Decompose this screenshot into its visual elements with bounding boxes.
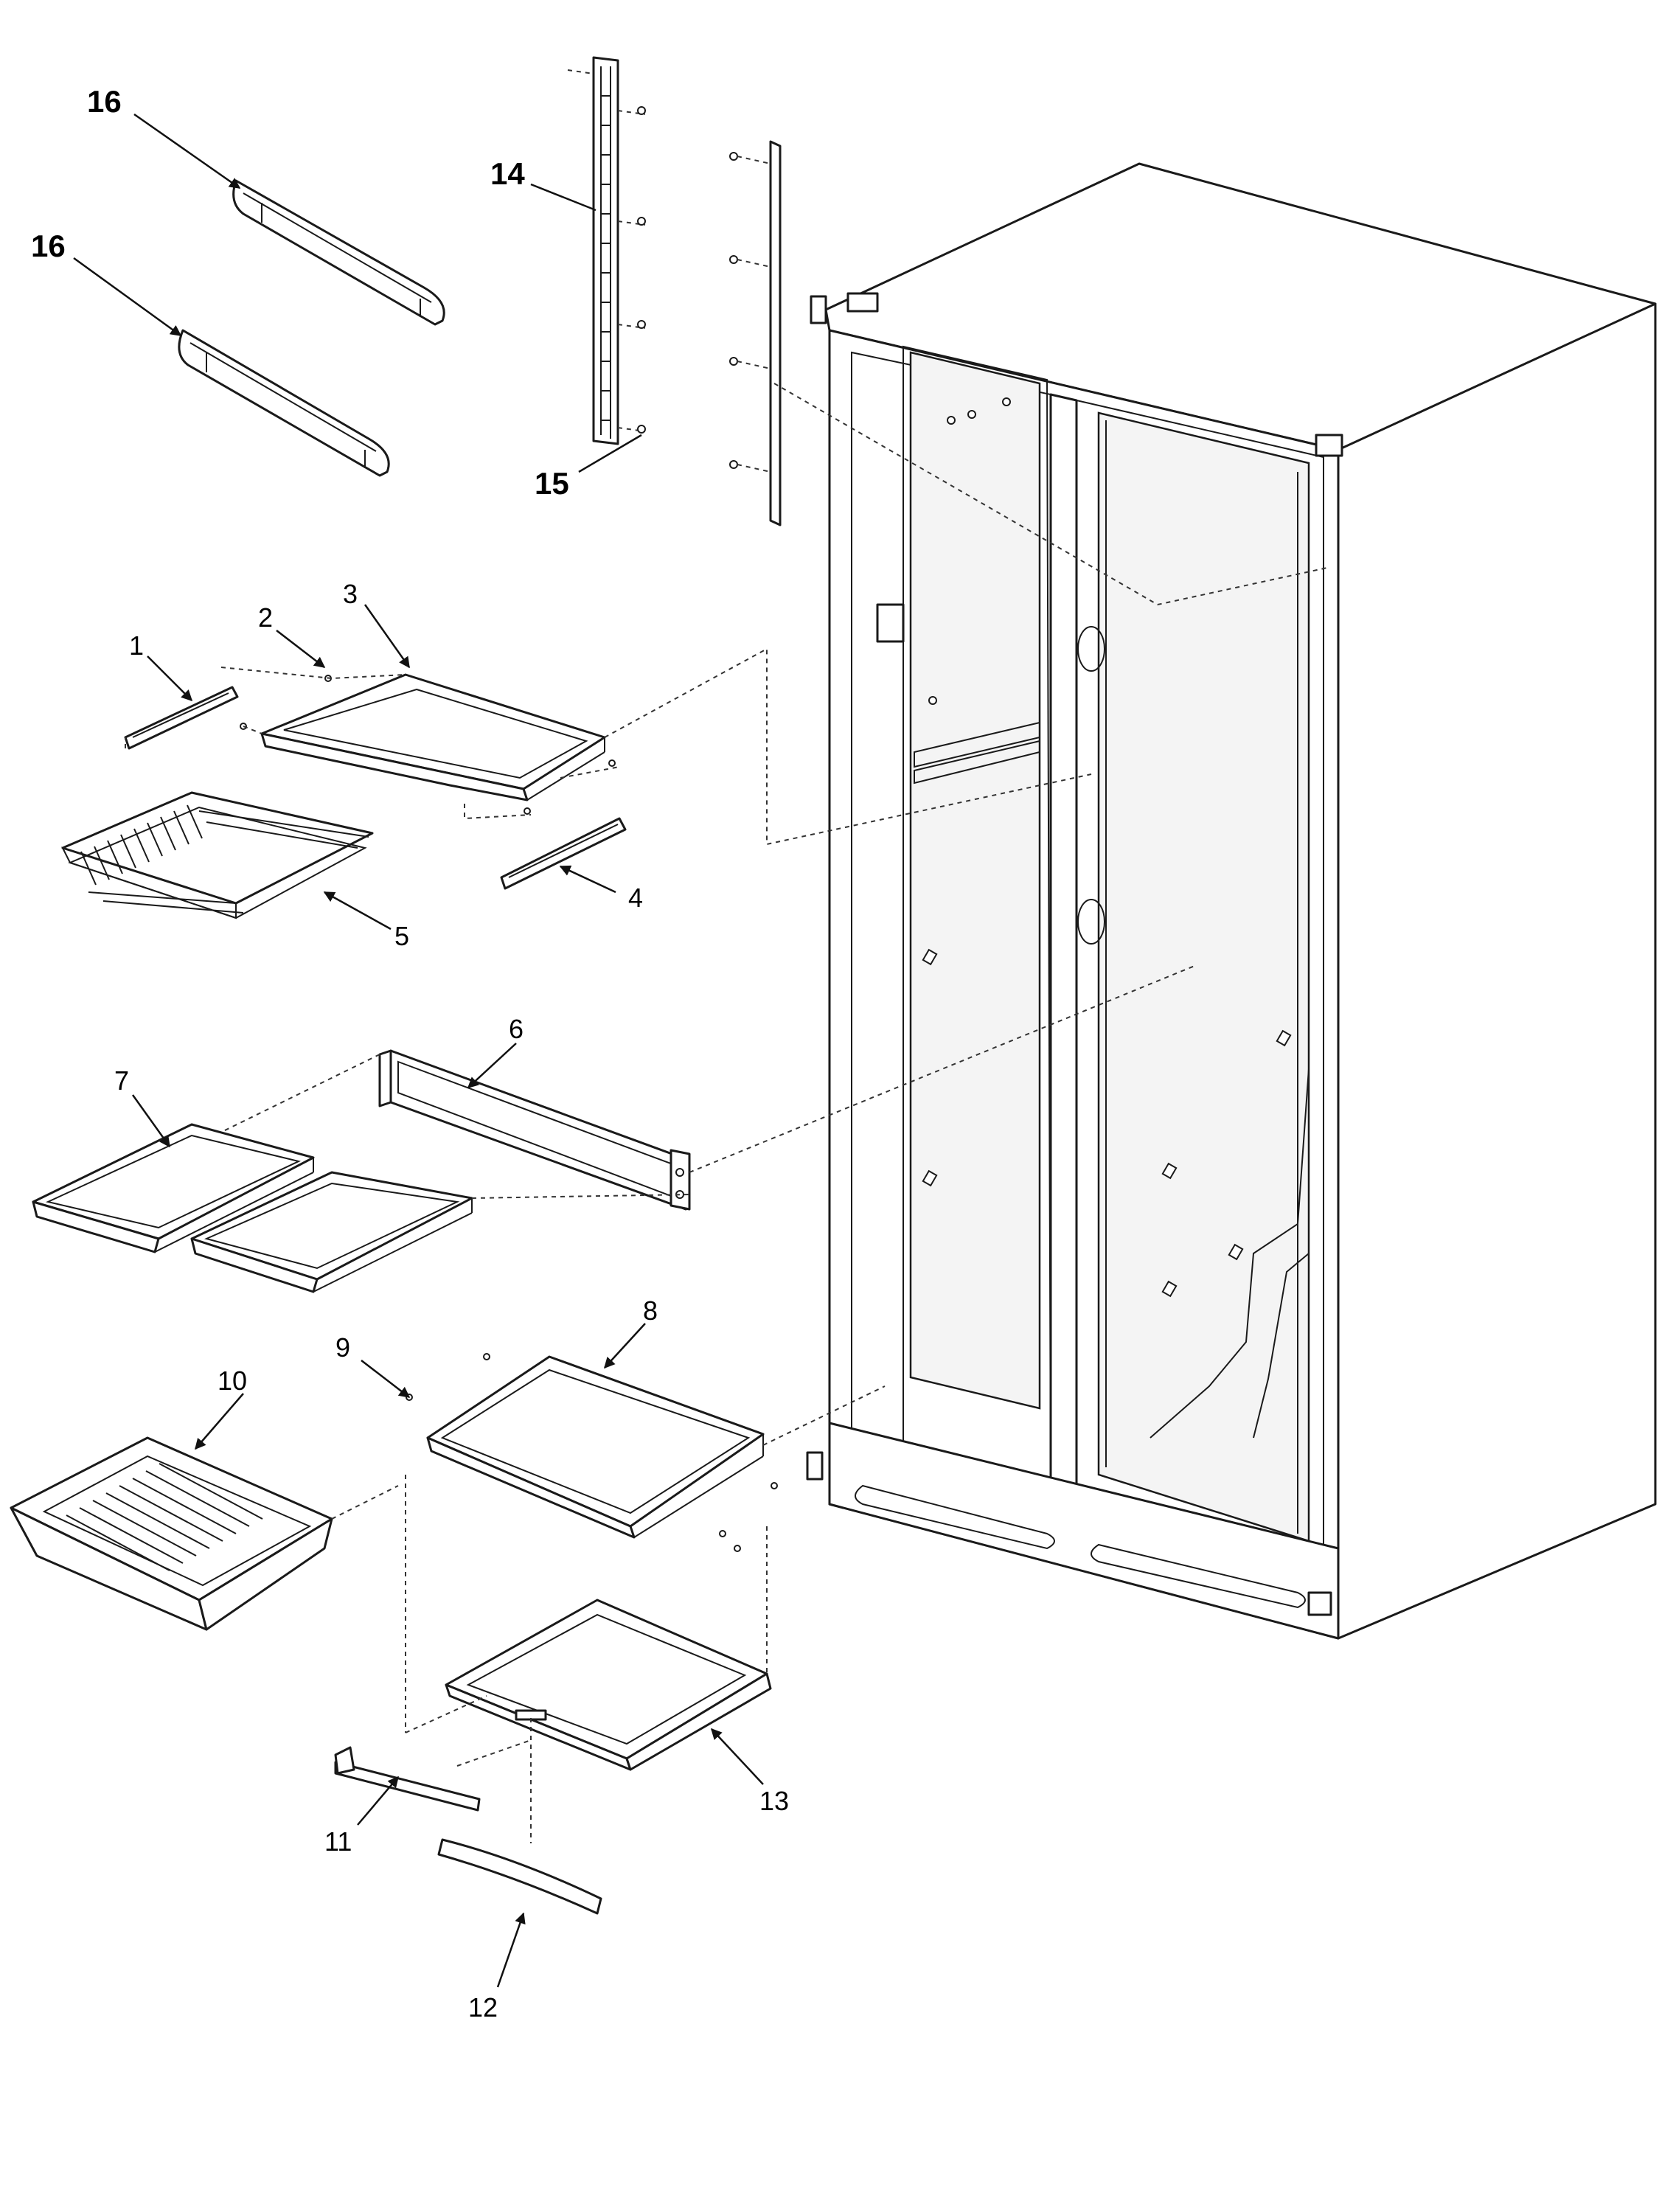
part-11-slide-bracket <box>334 1739 532 1812</box>
callout-16-upper: 16 <box>87 84 122 119</box>
callout-11: 11 <box>324 1826 352 1857</box>
rear-shelf-rail <box>729 140 1328 606</box>
part-7-shelf-right <box>190 1171 690 1293</box>
refrigerator-cabinet <box>806 162 1657 1640</box>
part-13-crisper-frame <box>405 1475 772 1771</box>
callout-9: 9 <box>335 1332 350 1363</box>
part-12-handle-trim <box>437 1718 602 1915</box>
callout-12: 12 <box>468 1992 498 2023</box>
part-5-wire-basket <box>61 791 374 919</box>
part-1-left-slide <box>124 686 239 750</box>
part-16-trim-lower <box>178 329 390 477</box>
callout-6: 6 <box>509 1014 524 1044</box>
callout-14: 14 <box>490 156 525 191</box>
callout-3: 3 <box>343 579 358 609</box>
part-10-crisper-drawer <box>10 1436 399 1631</box>
callout-13: 13 <box>759 1786 789 1816</box>
callout-7: 7 <box>114 1065 129 1096</box>
part-8-slide-shelf <box>426 1355 886 1539</box>
callout-15: 15 <box>535 466 569 501</box>
part-7-shelf-left <box>32 1123 315 1253</box>
part-3-glass-shelf <box>260 673 606 801</box>
part-16-trim-upper <box>232 179 445 326</box>
callout-16-lower: 16 <box>31 229 66 263</box>
part-2-screws <box>220 647 1092 846</box>
callout-4: 4 <box>628 883 643 913</box>
part-9-screws <box>406 1353 778 1552</box>
callout-leaders <box>73 113 764 1988</box>
callout-2: 2 <box>258 602 273 633</box>
callout-labels: 16 16 14 15 1 2 3 4 5 6 7 8 9 10 11 12 1… <box>31 84 789 2023</box>
callout-1: 1 <box>129 630 144 661</box>
callout-10: 10 <box>218 1366 247 1396</box>
callout-8: 8 <box>643 1295 658 1326</box>
part-4-right-slide <box>500 817 627 890</box>
callout-5: 5 <box>394 921 409 951</box>
part-15-screws <box>637 106 646 434</box>
part-14-shelf-rail <box>567 56 646 445</box>
